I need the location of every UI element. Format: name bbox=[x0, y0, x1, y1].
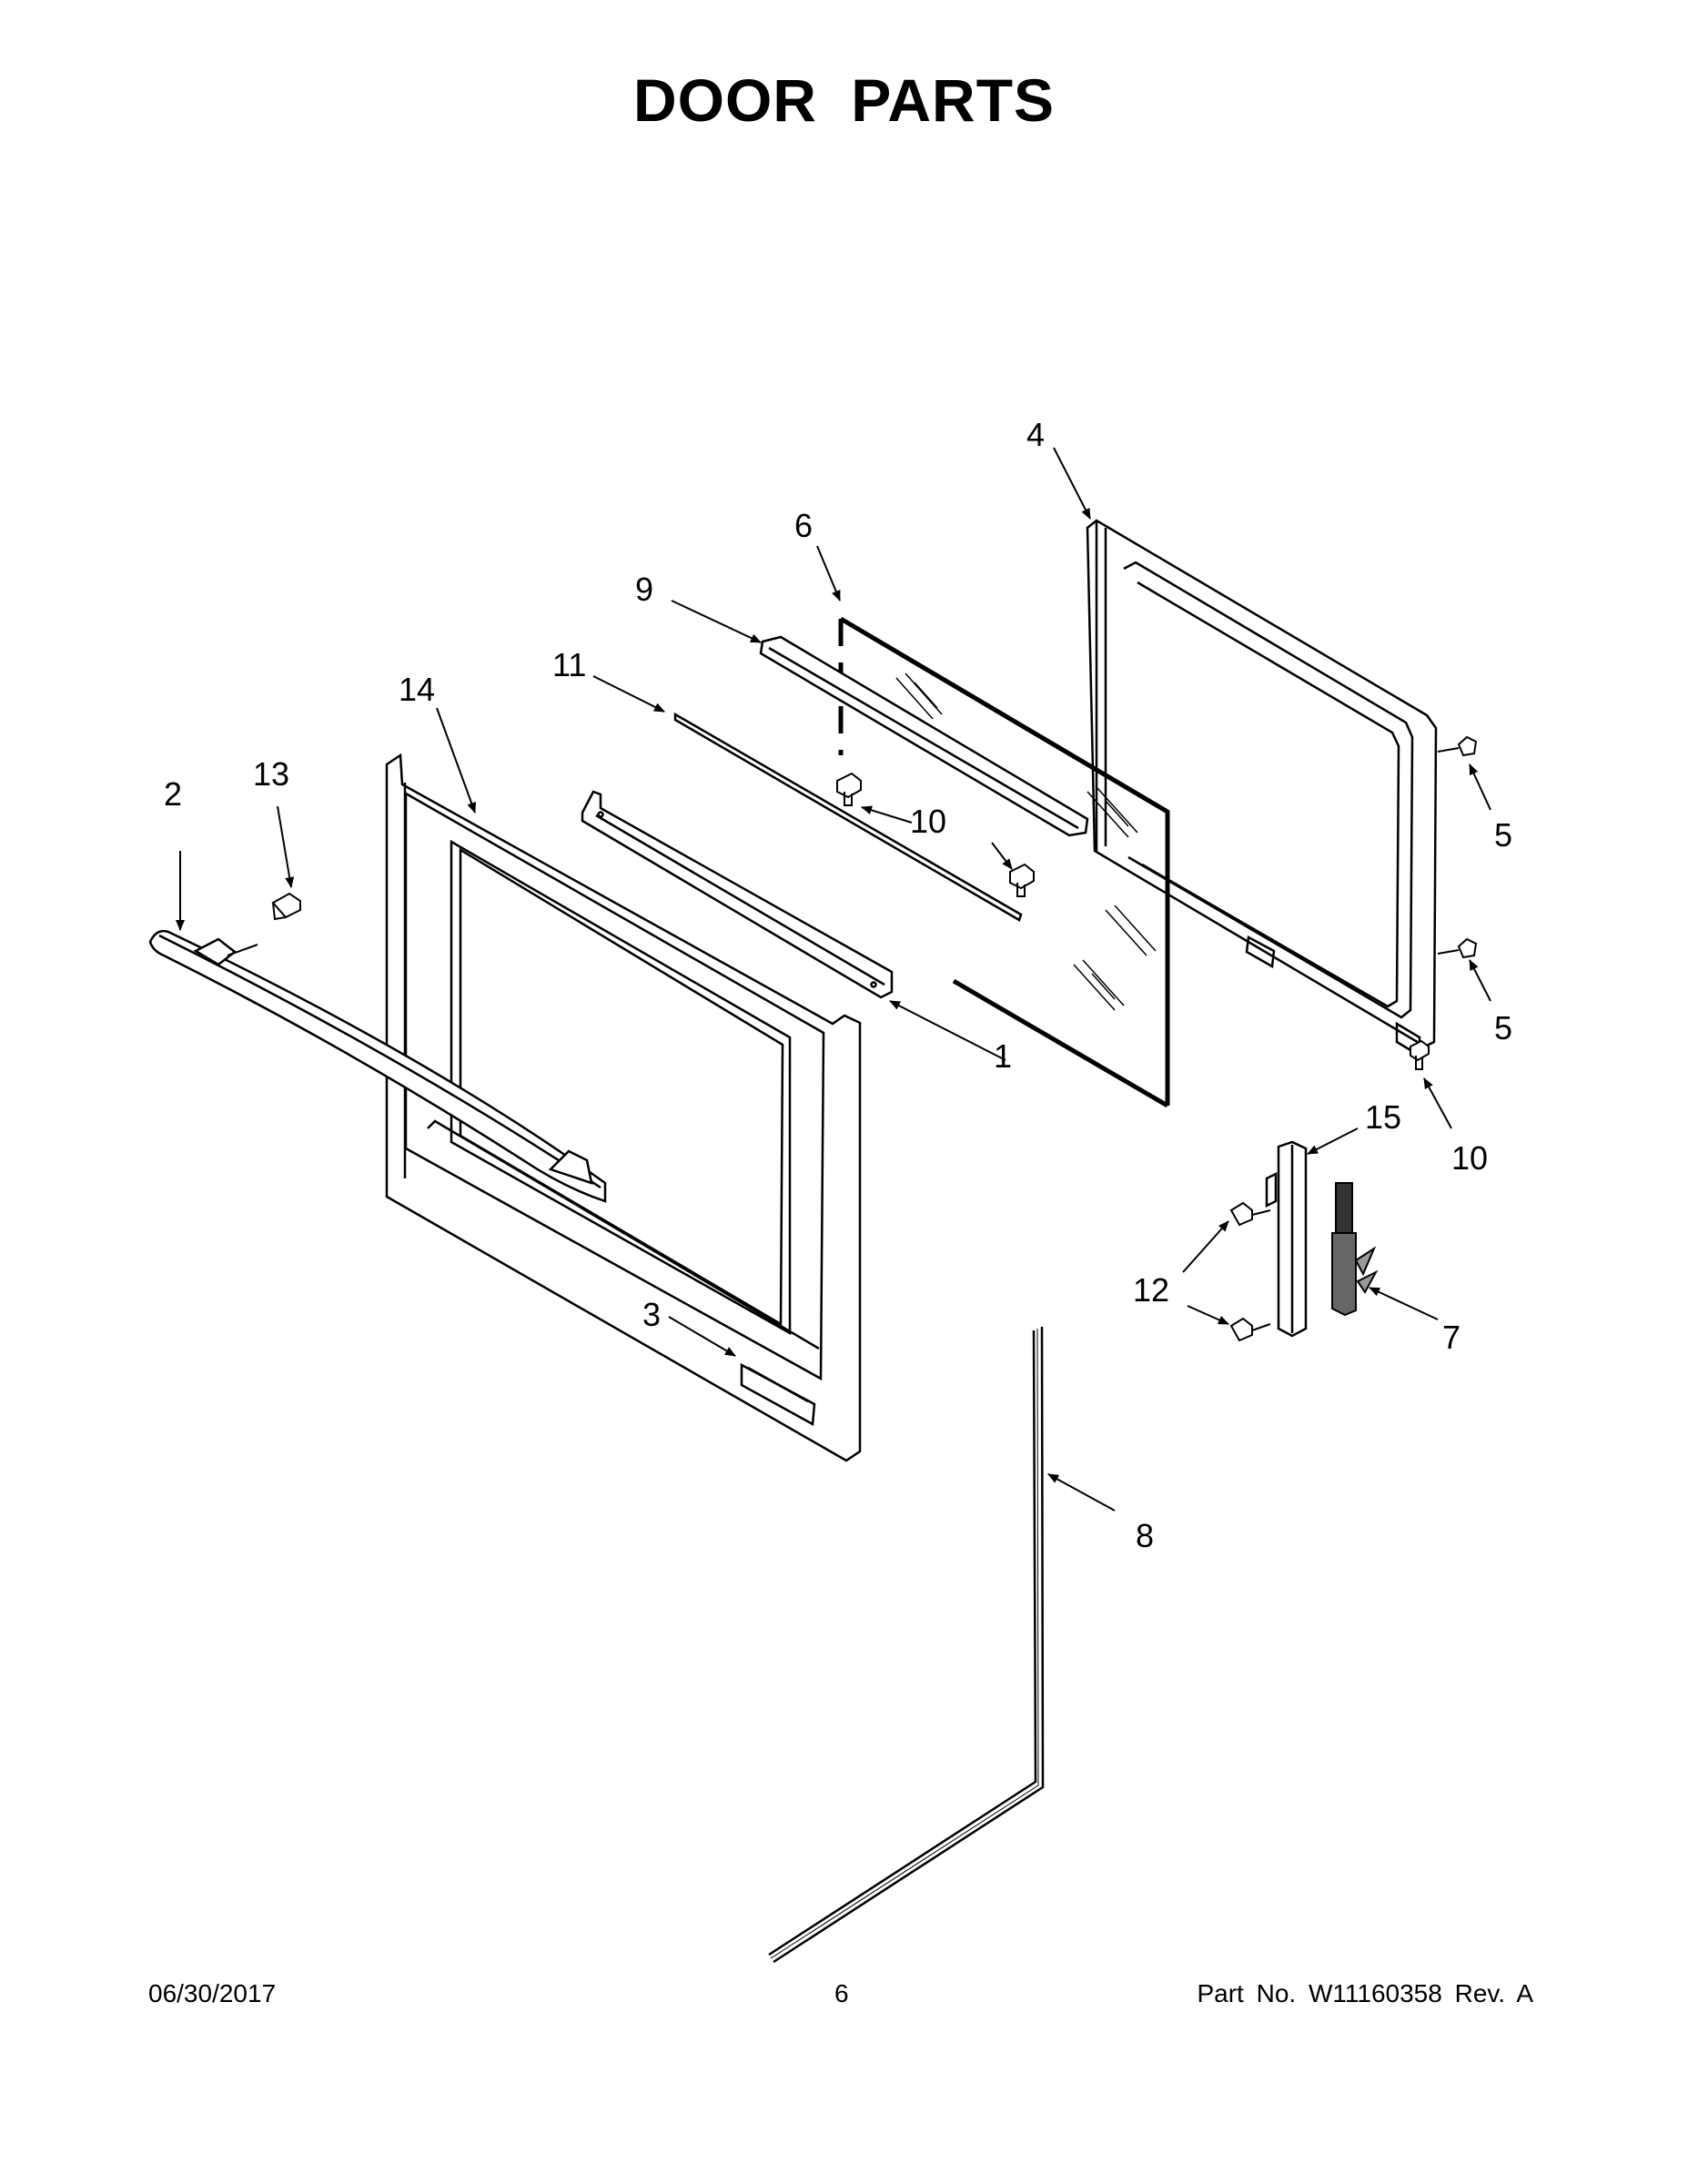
glass-retainer-channel bbox=[759, 635, 1089, 837]
callout-labels: 1 2 3 4 5 5 6 7 8 9 10 10 10 11 12 13 14… bbox=[164, 416, 1512, 1554]
door-bracket bbox=[581, 790, 894, 999]
screws bbox=[271, 735, 1478, 1342]
callout-2: 2 bbox=[164, 775, 182, 813]
callout-10b: 10 bbox=[1451, 1139, 1488, 1177]
callout-6: 6 bbox=[794, 507, 813, 544]
callout-5b: 5 bbox=[1494, 1009, 1512, 1046]
callout-8: 8 bbox=[1136, 1517, 1154, 1554]
leader-arrows bbox=[176, 447, 1491, 1512]
inner-door-glass bbox=[838, 616, 1170, 1108]
door-hinge bbox=[1331, 1182, 1379, 1317]
callout-12: 12 bbox=[1133, 1271, 1169, 1309]
footer-part-number: Part No. W11160358 Rev. A bbox=[1197, 1979, 1533, 2007]
footer-date: 06/30/2017 bbox=[148, 1979, 277, 2007]
callout-1: 1 bbox=[994, 1037, 1012, 1075]
hinge-cover bbox=[1265, 1140, 1308, 1338]
callout-11: 11 bbox=[552, 646, 586, 683]
callout-5a: 5 bbox=[1494, 816, 1512, 854]
outer-door-panel bbox=[385, 753, 862, 1462]
callout-15: 15 bbox=[1365, 1098, 1401, 1136]
door-gasket bbox=[768, 1326, 1045, 1964]
callout-9: 9 bbox=[635, 571, 653, 608]
callout-3: 3 bbox=[642, 1296, 661, 1333]
callout-10a: 10 bbox=[910, 803, 946, 840]
callout-7: 7 bbox=[1442, 1319, 1461, 1356]
page-title: DOOR PARTS bbox=[632, 66, 1056, 134]
callout-14: 14 bbox=[399, 671, 435, 708]
door-handle bbox=[148, 929, 607, 1203]
footer-page-number: 6 bbox=[834, 1979, 849, 2007]
inner-door-liner bbox=[1086, 519, 1438, 1058]
callout-4: 4 bbox=[1026, 416, 1045, 453]
callout-13: 13 bbox=[253, 755, 289, 793]
thin-strip bbox=[673, 712, 1023, 922]
